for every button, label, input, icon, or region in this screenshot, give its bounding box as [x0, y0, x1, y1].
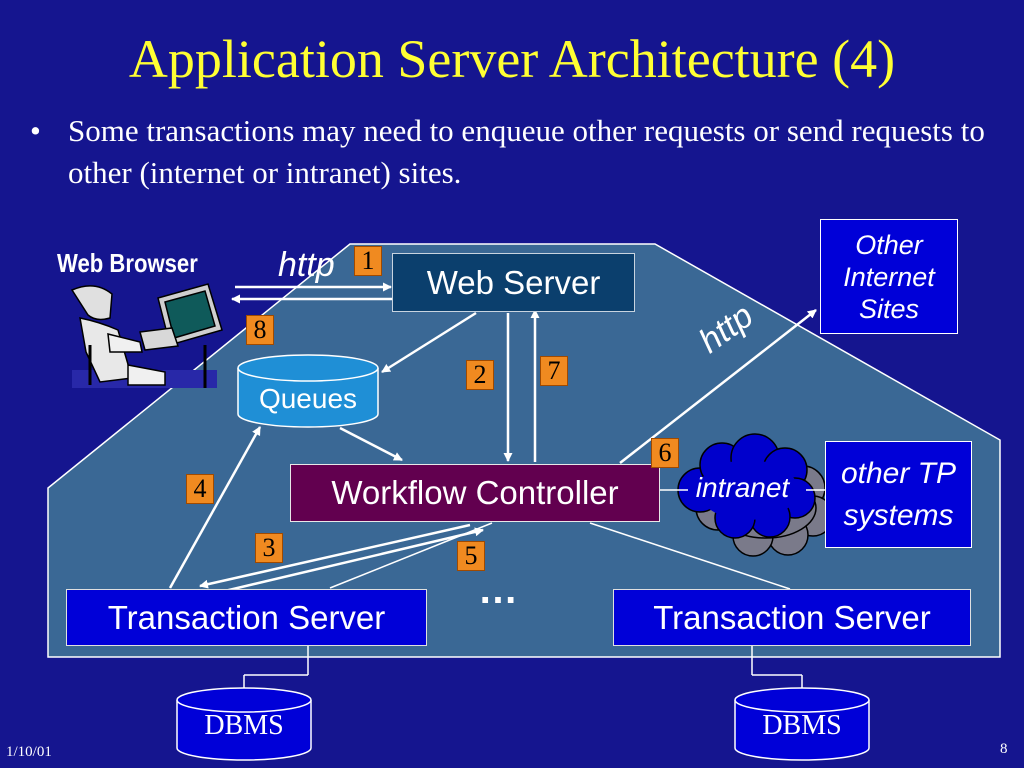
dbms-right-label: DBMS [762, 710, 842, 741]
bullet-text: Some transactions may need to enqueue ot… [68, 113, 985, 190]
intranet-label: intranet [695, 472, 790, 503]
other-internet-sites-box: Other Internet Sites [820, 219, 958, 334]
queues-label: Queues [258, 383, 358, 414]
dbms-right-cylinder [734, 687, 870, 761]
footer-date: 1/10/01 [6, 744, 52, 760]
transaction-server-left-box: Transaction Server [66, 589, 427, 646]
slide-title: Application Server Architecture (4) [128, 29, 896, 89]
step-badge-6: 6 [651, 438, 679, 468]
workflow-controller-box: Workflow Controller [290, 464, 660, 522]
step-badge-5: 5 [457, 541, 485, 571]
queues-cylinder [237, 354, 379, 428]
footer-page-number: 8 [1000, 741, 1008, 757]
dbms-left-label: DBMS [204, 710, 284, 741]
step-badge-8: 8 [246, 315, 274, 345]
web-browser-figure [70, 283, 223, 388]
plain-connectors [329, 489, 826, 590]
step-badge-2: 2 [466, 360, 494, 390]
http-browser-label: http [278, 246, 335, 284]
step-badge-1: 1 [354, 246, 382, 276]
flow-arrows [168, 282, 817, 596]
intranet-cloud [677, 433, 834, 557]
step-badge-4: 4 [186, 474, 214, 504]
web-server-box: Web Server [392, 253, 635, 312]
web-browser-label: Web Browser [57, 248, 198, 278]
ellipsis: … [478, 568, 518, 612]
bullet-marker: • [30, 113, 41, 148]
step-badge-7: 7 [540, 356, 568, 386]
transaction-server-right-box: Transaction Server [613, 589, 971, 646]
other-tp-systems-box: other TP systems [825, 441, 972, 548]
step-badge-3: 3 [255, 533, 283, 563]
dbms-left-cylinder [176, 687, 312, 761]
